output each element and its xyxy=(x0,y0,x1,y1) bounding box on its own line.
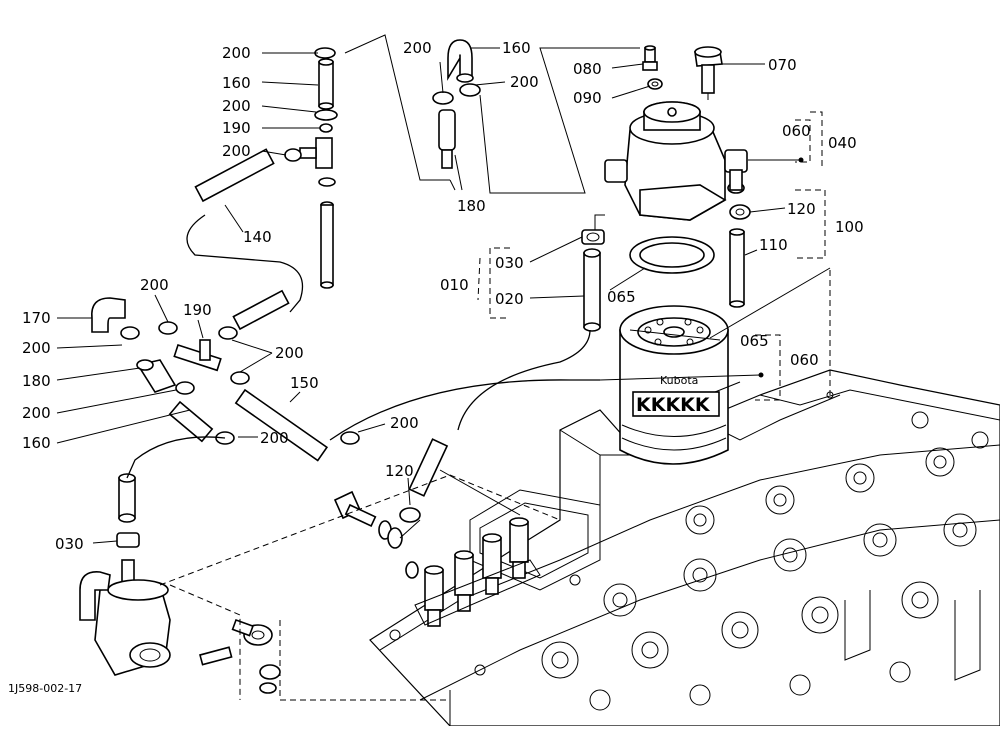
tee-190 xyxy=(173,339,222,372)
callout-070: 070 xyxy=(768,56,797,74)
pump-mount-parts xyxy=(199,618,281,694)
clip-120-top xyxy=(729,204,751,220)
fuel-filter-cartridge: Kubota KKKKK xyxy=(619,305,729,465)
callout-200-g: 200 xyxy=(140,276,169,294)
callout-200-h: 200 xyxy=(275,344,304,362)
bracket-lines xyxy=(159,34,831,701)
callout-160-b: 160 xyxy=(502,39,531,57)
callout-200-c: 200 xyxy=(222,142,251,160)
valve-180 xyxy=(136,359,177,393)
callout-090: 090 xyxy=(573,89,602,107)
callout-060-a: 060 xyxy=(782,122,811,140)
callout-100: 100 xyxy=(835,218,864,236)
hose-route-lower xyxy=(126,436,226,479)
hose-160-left xyxy=(168,400,214,443)
banjo-bolt-assembly xyxy=(333,490,419,579)
clip-030-top xyxy=(581,229,605,245)
upper-check-valve-assembly xyxy=(432,39,481,169)
fuel-injectors xyxy=(414,517,541,627)
callout-065-a: 065 xyxy=(607,288,636,306)
callout-170: 170 xyxy=(22,309,51,327)
o-ring-065 xyxy=(629,236,715,274)
callout-160-a: 160 xyxy=(222,74,251,92)
filter-pattern-label: KKKKK xyxy=(636,394,711,416)
callout-120-a: 120 xyxy=(787,200,816,218)
callout-200-i: 200 xyxy=(22,404,51,422)
clips-left xyxy=(120,321,421,523)
hose-route-140 xyxy=(186,214,304,313)
filter-brand-label: Kubota xyxy=(660,374,698,387)
callout-200-f: 200 xyxy=(22,339,51,357)
callout-200-k: 200 xyxy=(390,414,419,432)
hose-lower-left xyxy=(118,473,136,523)
hose-left-lower xyxy=(232,289,290,331)
callout-180-a: 180 xyxy=(457,197,486,215)
callout-200-e: 200 xyxy=(510,73,539,91)
filter-head xyxy=(604,101,748,221)
upper-tee-assembly xyxy=(284,47,338,289)
elbow-170 xyxy=(91,297,126,333)
callout-040: 040 xyxy=(828,134,857,152)
leader-lines xyxy=(56,47,831,544)
drawing-reference-code: 1J598-002-17 xyxy=(8,682,82,695)
callout-110: 110 xyxy=(759,236,788,254)
callout-020: 020 xyxy=(495,290,524,308)
callout-190-b: 190 xyxy=(183,301,212,319)
callout-160-c: 160 xyxy=(22,434,51,452)
fuel-pump xyxy=(79,559,171,676)
callout-labels: 200 160 200 190 200 200 160 200 180 080 … xyxy=(8,39,864,695)
callout-190-a: 190 xyxy=(222,119,251,137)
hose-020 xyxy=(583,248,601,332)
filter-bolt-070 xyxy=(694,46,723,100)
hose-segment-120 xyxy=(408,438,449,497)
hose-150 xyxy=(234,388,329,462)
clip-030-lower xyxy=(116,532,140,548)
callout-140: 140 xyxy=(243,228,272,246)
hose-route-120 xyxy=(457,329,591,431)
callout-080: 080 xyxy=(573,60,602,78)
callout-200-b: 200 xyxy=(222,97,251,115)
air-vent-screw-080 xyxy=(642,45,663,90)
callout-150: 150 xyxy=(290,374,319,392)
callout-200-j: 200 xyxy=(260,429,289,447)
hose-140 xyxy=(194,148,275,203)
hose-110 xyxy=(729,228,745,308)
hose-route-150 xyxy=(329,379,600,441)
callout-200-d: 200 xyxy=(403,39,432,57)
callout-200-a: 200 xyxy=(222,44,251,62)
cylinder-head-block xyxy=(369,369,1000,727)
callout-030-b: 030 xyxy=(55,535,84,553)
callout-030-a: 030 xyxy=(495,254,524,272)
callout-065-b: 065 xyxy=(740,332,769,350)
callout-180-b: 180 xyxy=(22,372,51,390)
callout-060-b: 060 xyxy=(790,351,819,369)
callout-010: 010 xyxy=(440,276,469,294)
callout-120-b: 120 xyxy=(385,462,414,480)
